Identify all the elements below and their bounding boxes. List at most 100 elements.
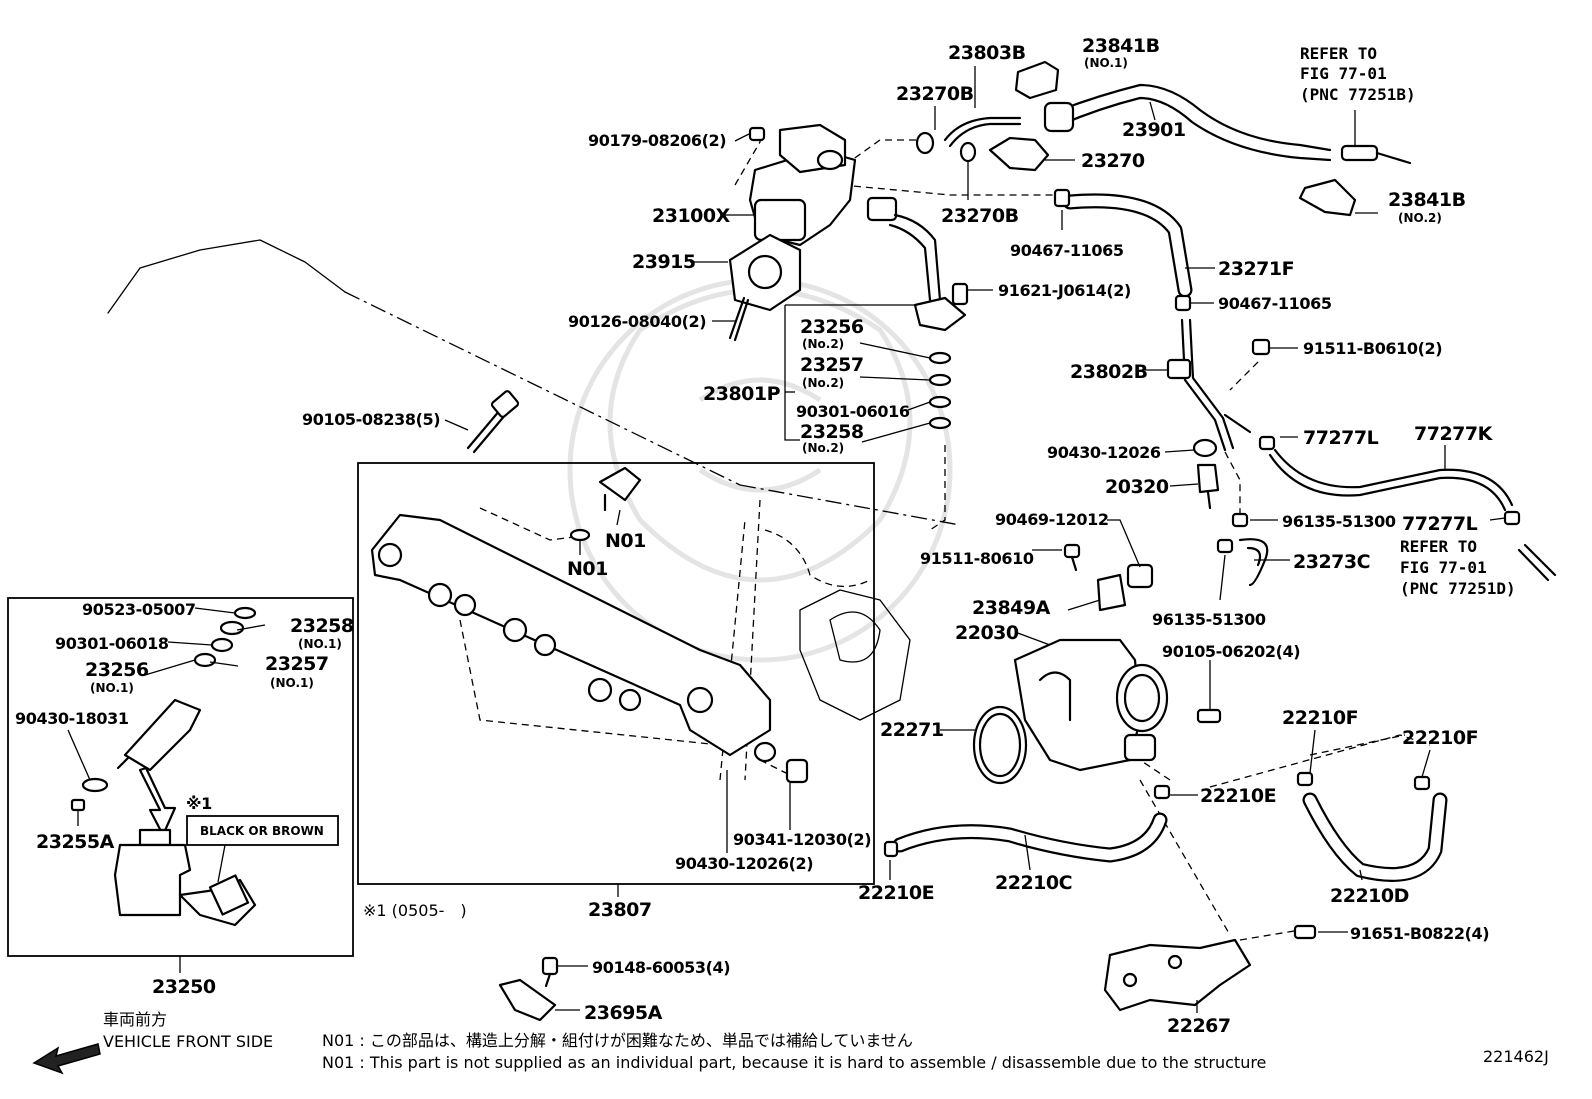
pipe-23802b-upper (866, 196, 967, 332)
refer-bot-line2: FIG 77-01 (1400, 558, 1487, 577)
label-77277L-b: 77277L (1402, 513, 1478, 535)
label-23271F: 23271F (1218, 258, 1294, 280)
gasket-23915 (728, 233, 802, 312)
bracket-22267 (1103, 938, 1252, 1012)
label-22210F-a: 22210F (1282, 707, 1358, 729)
note-box (186, 815, 339, 846)
note-n01-jp: N01 : この部品は、構造上分解・組付けが困難なため、単品では補給していません (322, 1031, 913, 1050)
label-90341: 90341-12030(2) (733, 830, 871, 849)
label-23270B-mid: 23270B (941, 205, 1019, 227)
refer-top-line3: (PNC 77251B) (1300, 85, 1416, 104)
label-91511-80610: 91511-80610 (920, 549, 1034, 568)
label-90430-12026-b: 90430-12026(2) (675, 854, 813, 873)
label-23270B-top: 23270B (896, 83, 974, 105)
label-23803B: 23803B (948, 42, 1026, 64)
bolt-90105-06202 (1196, 708, 1222, 724)
label-N01-a: N01 (605, 530, 646, 552)
label-22210F-b: 22210F (1402, 727, 1478, 749)
label-90467-a: 90467-11065 (1010, 241, 1124, 260)
clip-96135 (1216, 512, 1249, 554)
leader-lines (67, 66, 1506, 1013)
o-ring-n01 (569, 528, 591, 542)
label-90469: 90469-12012 (995, 510, 1109, 529)
label-90467-b: 90467-11065 (1218, 294, 1332, 313)
gasket-22271 (972, 705, 1028, 785)
refer-bot-line1: REFER TO (1400, 537, 1477, 556)
hose-23271f (1062, 193, 1193, 298)
pulsation-damper-23270 (959, 136, 1050, 172)
refer-top-line2: FIG 77-01 (1300, 64, 1387, 83)
washer-90430-12026 (1192, 438, 1218, 458)
label-23273C: 23273C (1293, 551, 1370, 573)
arrow-down (138, 766, 177, 837)
label-90148: 90148-60053(4) (592, 958, 730, 977)
injector-23250 (113, 828, 257, 927)
hose-22210d (1302, 792, 1448, 882)
figure-id: 221462J (1483, 1047, 1549, 1066)
washer-90430-18031 (81, 777, 109, 793)
label-23841B-1: 23841B (1082, 35, 1160, 57)
bracket-23801p (784, 304, 915, 441)
label-black-or-brown: BLACK OR BROWN (200, 824, 324, 838)
label-23841B-2: 23841B (1388, 189, 1466, 211)
bolt-91511-80610 (1063, 543, 1081, 572)
label-90430-12026-a: 90430-12026 (1047, 443, 1161, 462)
pipe-23901 (1043, 83, 1332, 162)
label-90523: 90523-05007 (82, 600, 196, 619)
clamp-23841b-no2 (1298, 178, 1357, 217)
refer-top-line1: REFER TO (1300, 44, 1377, 63)
throttle-body-22030 (1013, 638, 1169, 772)
bracket-23695a (498, 978, 557, 1022)
hose-23273c (1238, 538, 1269, 587)
label-23256-no1: 23256 (85, 659, 149, 681)
label-22210D: 22210D (1330, 885, 1409, 907)
label-90301-06016: 90301-06016 (796, 402, 910, 421)
bolt-91511-b0610 (1251, 338, 1271, 356)
stud-90126 (728, 296, 750, 342)
bolt-23255a (70, 798, 86, 812)
label-23258-no2-sub: (No.2) (802, 441, 844, 455)
label-23256-no2-sub: (No.2) (802, 337, 844, 351)
plug-90341 (785, 758, 809, 784)
label-23841B-2-sub: (NO.2) (1398, 211, 1442, 225)
label-23841B-1-sub: (NO.1) (1084, 56, 1128, 70)
label-90105-08238: 90105-08238(5) (302, 410, 440, 429)
label-22210E-b: 22210E (858, 882, 934, 904)
label-23849A: 23849A (972, 597, 1051, 619)
gasket-90430-12026-b (753, 741, 777, 763)
label-20320: 20320 (1105, 476, 1169, 498)
clamp-23841b-no1 (1014, 60, 1060, 100)
label-96135-b: 96135-51300 (1152, 610, 1266, 629)
label-90430-18031: 90430-18031 (15, 709, 129, 728)
label-23801P: 23801P (703, 383, 781, 405)
label-23258-no1-sub: (NO.1) (298, 637, 342, 651)
label-22271: 22271 (880, 719, 944, 741)
label-23807: 23807 (588, 899, 652, 921)
label-23255A: 23255A (36, 831, 115, 853)
label-23257-no1-sub: (NO.1) (270, 676, 314, 690)
label-23257-no2-sub: (No.2) (802, 376, 844, 390)
label-23250: 23250 (152, 976, 216, 998)
label-90179: 90179-08206(2) (588, 131, 726, 150)
seal-set-23801p (928, 351, 952, 430)
label-96135-a: 96135-51300 (1282, 512, 1396, 531)
bolt-90105-08238 (466, 390, 520, 454)
label-N01-b: N01 (567, 558, 608, 580)
bracket-23849a (1096, 563, 1154, 612)
fuel-pipe-23802b (1166, 318, 1252, 452)
label-90105-06202: 90105-06202(4) (1162, 642, 1300, 661)
vehicle-front-jp: 車両前方 (103, 1010, 167, 1029)
fuel-rail-23807 (370, 513, 772, 757)
part-labels: 23803B 23841B (NO.1) REFER TO FIG 77-01 … (15, 35, 1516, 1037)
label-23802B: 23802B (1070, 361, 1148, 383)
injector-small (116, 698, 202, 772)
label-23901: 23901 (1122, 119, 1186, 141)
label-23915: 23915 (632, 251, 696, 273)
clamps-22210 (883, 771, 1431, 858)
bolt-90179 (748, 126, 766, 142)
label-90301-06018: 90301-06018 (55, 634, 169, 653)
label-91621: 91621-J0614(2) (998, 281, 1131, 300)
label-date-note: ※1 (0505- ) (363, 901, 467, 920)
refer-bot-line3: (PNC 77251D) (1400, 579, 1516, 598)
bolt-91621 (951, 282, 969, 306)
